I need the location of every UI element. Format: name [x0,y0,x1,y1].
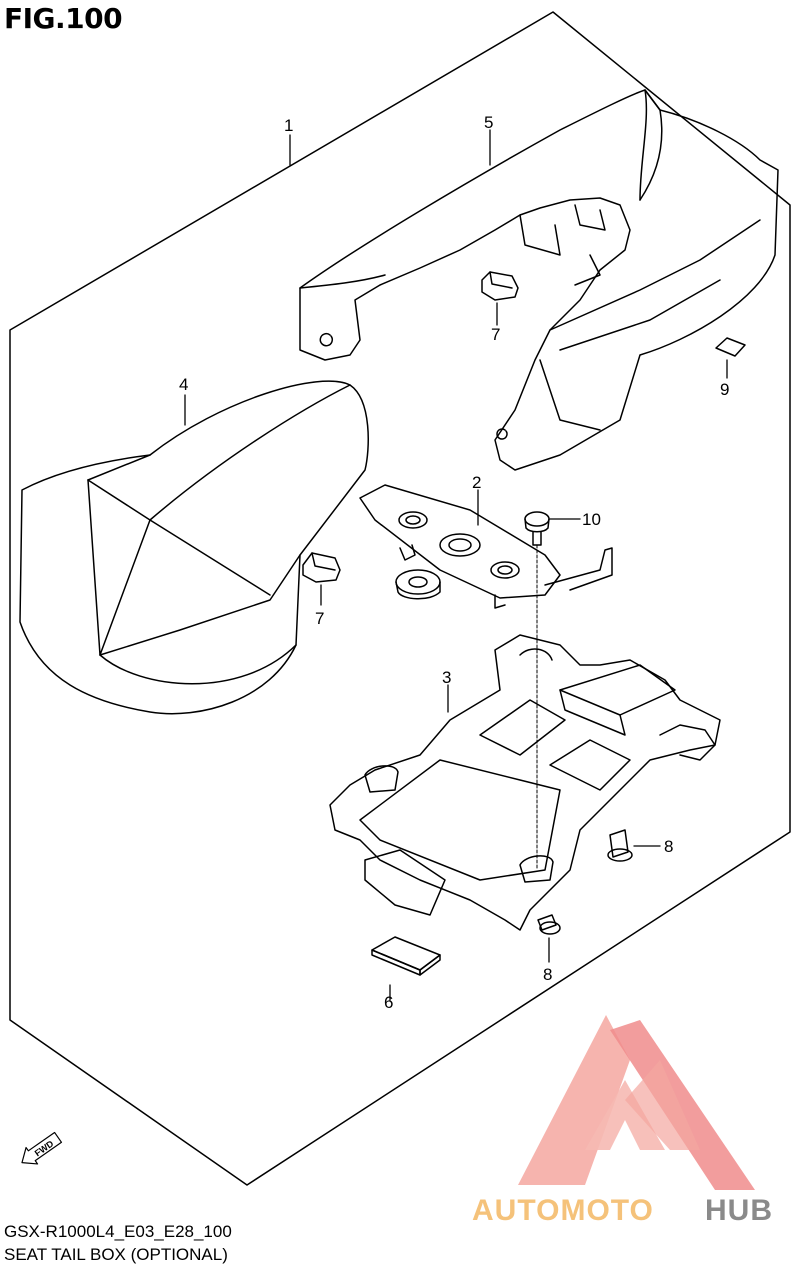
tail-cowl-part-5 [299,89,779,471]
callout-8-right: 8 [664,837,673,856]
callout-8-bottom: 8 [543,965,552,984]
callout-5: 5 [484,113,493,132]
callout-6: 6 [384,993,393,1012]
bolt-part-8-right [607,829,633,862]
forward-arrow-icon: FWD [21,1131,63,1165]
screw-part-10 [524,511,550,546]
pad-block-part-6 [371,936,441,976]
callout-7-lower: 7 [315,609,324,628]
callout-7-upper: 7 [491,325,500,344]
mounting-frame-part-3 [329,634,721,931]
callout-10: 10 [582,510,601,529]
seat-cover-part-4 [19,380,369,715]
clip-part-7-lower [302,552,341,583]
assembly-boundary [9,11,791,1186]
bracket-plate-part-2 [359,484,613,609]
model-code: GSX-R1000L4_E03_E28_100 [4,1222,232,1241]
watermark-logo [518,1015,755,1190]
pad-part-9 [715,337,746,357]
figure-title: FIG.100 [4,2,123,35]
watermark-text-hub: HUB [705,1194,773,1227]
leader-lines [184,129,728,1001]
callout-4: 4 [179,375,188,394]
callout-2: 2 [472,473,481,492]
grommet [395,569,441,600]
bolt-part-8-bottom [537,914,561,935]
callout-9: 9 [720,380,729,399]
section-title: SEAT TAIL BOX (OPTIONAL) [4,1245,228,1264]
clip-part-7-upper [481,271,519,301]
callout-3: 3 [442,668,451,687]
callout-1: 1 [284,116,293,135]
watermark-text-automoto: AUTOMOTO [472,1194,654,1227]
